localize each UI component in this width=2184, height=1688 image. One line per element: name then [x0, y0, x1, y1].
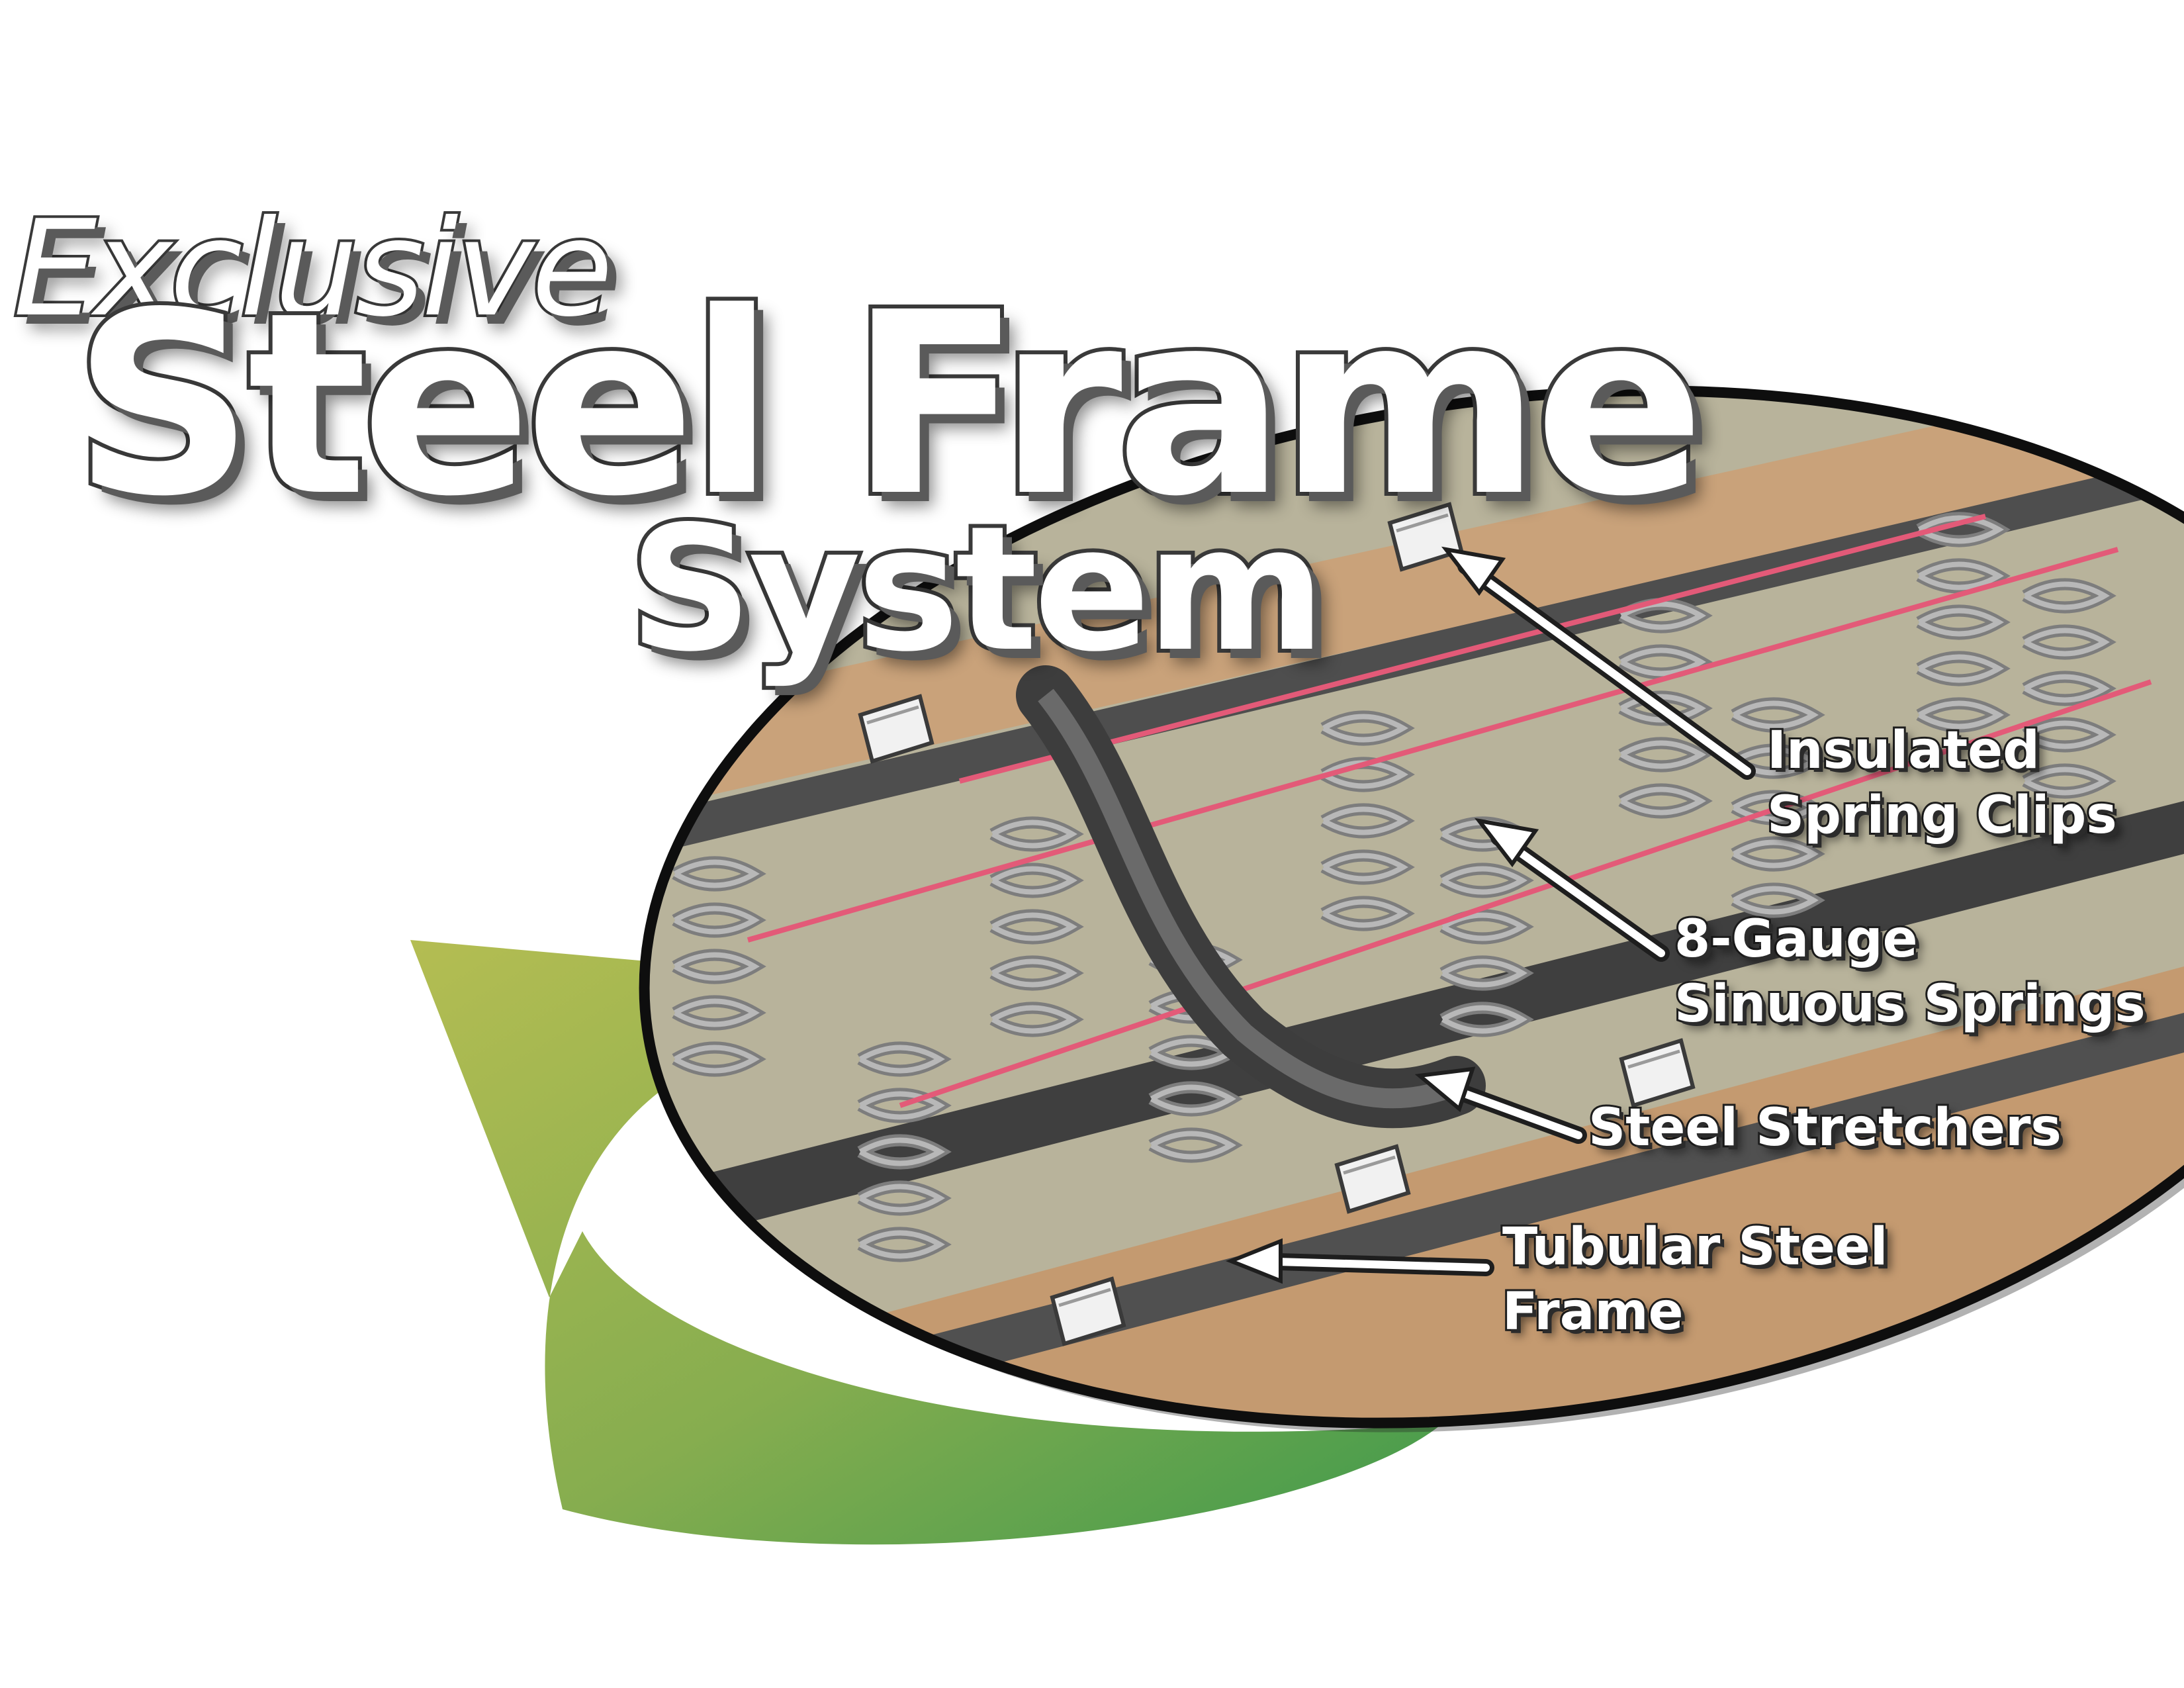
callout-springs-line2: Sinuous Springs: [1672, 972, 2148, 1036]
callout-insulated-spring-clips: Insulated Spring Clips: [1765, 718, 2119, 848]
headline-exclusive: Exclusive: [11, 189, 615, 349]
callout-steel-stretchers: Steel Stretchers: [1586, 1096, 2064, 1160]
callout-clips-line2: Spring Clips: [1765, 784, 2119, 847]
frame-pointer-arrow-icon: [1225, 1238, 1494, 1284]
callout-clips-line1: Insulated: [1765, 719, 2042, 782]
callout-sinuous-springs: 8-Gauge Sinuous Springs: [1672, 907, 2148, 1037]
headline-system: System: [625, 486, 1330, 694]
headline-steel-frame: Steel Frame: [69, 254, 1709, 555]
springs-pointer-arrow-icon: [1474, 818, 1670, 962]
clips-pointer-arrow-icon: [1441, 546, 1756, 780]
callout-frame-line1: Tubular Steel: [1500, 1215, 1890, 1279]
callout-tubular-steel-frame: Tubular Steel Frame: [1500, 1215, 1890, 1344]
curved-arrow-icon: [410, 940, 1443, 1545]
callout-arrows: [1225, 546, 1756, 1284]
stretchers-pointer-arrow-icon: [1414, 1066, 1587, 1144]
callout-stretchers-line1: Steel Stretchers: [1586, 1096, 2064, 1160]
callout-springs-line1: 8-Gauge: [1672, 908, 1920, 971]
callout-frame-line2: Frame: [1500, 1280, 1686, 1344]
